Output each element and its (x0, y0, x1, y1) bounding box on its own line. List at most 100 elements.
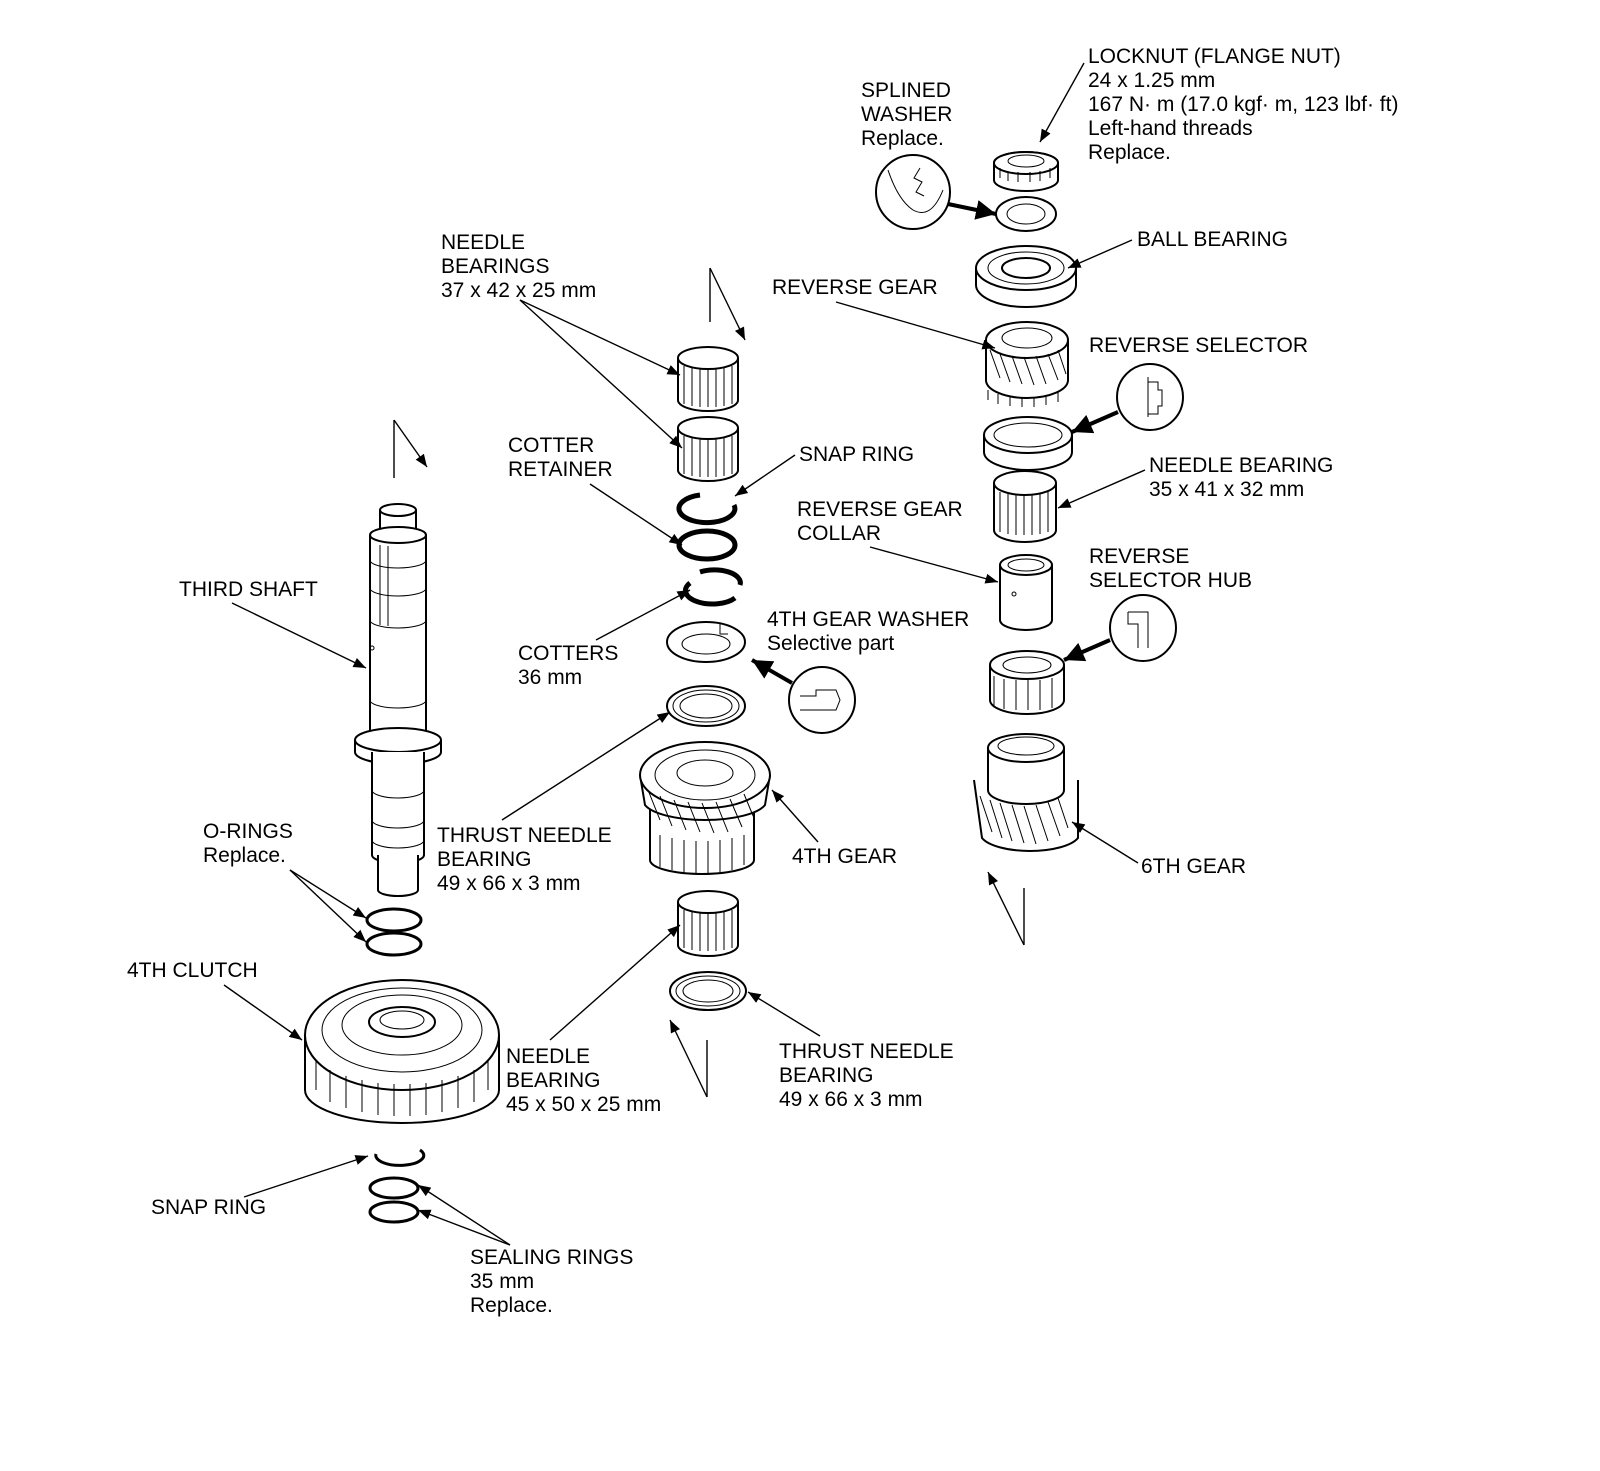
label-splined-washer: SPLINED WASHER Replace. (861, 79, 952, 150)
label-o-rings: O-RINGS Replace. (203, 820, 293, 867)
svg-text:RETAINER: RETAINER (508, 458, 613, 481)
fourth-gear-part (639, 741, 771, 875)
leader-splined-washer-detail (947, 200, 997, 220)
svg-text:45 x 50 x 25 mm: 45 x 50 x 25 mm (506, 1093, 661, 1116)
label-reverse-selector: REVERSE SELECTOR (1089, 334, 1308, 357)
needle-bearing-bottom-part (677, 890, 739, 957)
svg-text:4TH GEAR WASHER: 4TH GEAR WASHER (767, 608, 969, 631)
svg-text:37 x 42 x 25 mm: 37 x 42 x 25 mm (441, 279, 596, 302)
sealing-rings-part (368, 1176, 420, 1224)
leader-needle-bearings-top-2 (519, 299, 683, 449)
leader-needle-bearings-top-1 (519, 299, 681, 376)
label-line: 4TH GEAR WASHER (767, 608, 969, 631)
label-line: COLLAR (797, 522, 881, 545)
label-line: BEARINGS (441, 255, 550, 278)
label-reverse-selector-hub: REVERSE SELECTOR HUB (1089, 545, 1252, 592)
label-line: 49 x 66 x 3 mm (437, 872, 581, 895)
label-line: Selective part (767, 632, 894, 655)
svg-text:O-RINGS: O-RINGS (203, 820, 293, 843)
label-fourth-gear-washer: 4TH GEAR WASHER Selective part (767, 608, 969, 655)
svg-text:4TH GEAR: 4TH GEAR (792, 845, 897, 868)
label-sealing-rings: SEALING RINGS 35 mm Replace. (470, 1246, 633, 1317)
label-line: Replace. (203, 844, 286, 867)
svg-text:Replace.: Replace. (470, 1294, 553, 1317)
label-line: BALL BEARING (1137, 228, 1288, 251)
svg-text:BALL BEARING: BALL BEARING (1137, 228, 1288, 251)
label-sixth-gear: 6TH GEAR (1141, 855, 1246, 878)
leader-o-rings-2 (289, 869, 367, 943)
svg-text:THRUST NEEDLE: THRUST NEEDLE (437, 824, 612, 847)
svg-text:BEARING: BEARING (779, 1064, 874, 1087)
ball-bearing-part (975, 245, 1077, 308)
sixth-gear-part (973, 733, 1079, 852)
label-line: THRUST NEEDLE (779, 1040, 954, 1063)
svg-text:LOCKNUT (FLANGE NUT): LOCKNUT (FLANGE NUT) (1088, 45, 1341, 68)
svg-text:4TH CLUTCH: 4TH CLUTCH (127, 959, 258, 982)
svg-text:49 x 66 x 3 mm: 49 x 66 x 3 mm (779, 1088, 923, 1111)
leader-fourth-gear-washer-detail (751, 658, 793, 685)
reverse-selector-part (983, 416, 1073, 471)
svg-text:REVERSE SELECTOR: REVERSE SELECTOR (1089, 334, 1308, 357)
needle-bearing-upper-2-part (677, 416, 739, 482)
svg-text:Replace.: Replace. (1088, 141, 1171, 164)
svg-text:SNAP RING: SNAP RING (151, 1196, 266, 1219)
splined-washer-part (995, 196, 1057, 232)
svg-text:SEALING RINGS: SEALING RINGS (470, 1246, 633, 1269)
svg-text:6TH GEAR: 6TH GEAR (1141, 855, 1246, 878)
label-line: 36 mm (518, 666, 582, 689)
label-cotters: COTTERS 36 mm (518, 642, 618, 689)
label-line: REVERSE (1089, 545, 1189, 568)
label-line: 49 x 66 x 3 mm (779, 1088, 923, 1111)
o-rings-part (365, 907, 423, 957)
fourth-gear-washer-detail-circle (788, 666, 856, 734)
label-line: WASHER (861, 103, 952, 126)
svg-text:Left-hand threads: Left-hand threads (1088, 117, 1253, 140)
label-line: Replace. (1088, 141, 1171, 164)
label-cotter-retainer: COTTER RETAINER (508, 434, 613, 481)
cotter-retainer-part (676, 528, 738, 562)
label-line: 35 mm (470, 1270, 534, 1293)
svg-text:BEARING: BEARING (437, 848, 532, 871)
label-line: 4TH CLUTCH (127, 959, 258, 982)
fourth-gear-washer-part (666, 621, 746, 663)
label-line: 35 x 41 x 32 mm (1149, 478, 1304, 501)
direction-arrow-middle-bottom (669, 1019, 708, 1098)
svg-text:THRUST NEEDLE: THRUST NEEDLE (779, 1040, 954, 1063)
label-line: 24 x 1.25 mm (1088, 69, 1215, 92)
label-snap-ring-bottom: SNAP RING (151, 1196, 266, 1219)
label-fourth-clutch: 4TH CLUTCH (127, 959, 258, 982)
label-snap-ring-top: SNAP RING (799, 443, 914, 466)
svg-text:BEARINGS: BEARINGS (441, 255, 550, 278)
thrust-needle-bearing-top-part (666, 685, 746, 727)
leader-lines (223, 62, 1146, 1246)
label-line: COTTERS (518, 642, 618, 665)
label-ball-bearing: BALL BEARING (1137, 228, 1288, 251)
label-line: NEEDLE (506, 1045, 590, 1068)
label-line: BEARING (779, 1064, 874, 1087)
svg-text:35 mm: 35 mm (470, 1270, 534, 1293)
leader-reverse-gear-collar (869, 546, 999, 584)
leader-o-rings-1 (289, 869, 367, 919)
reverse-gear-part (985, 321, 1069, 407)
leader-needle-bearing-bottom (549, 924, 681, 1041)
svg-text:BEARING: BEARING (506, 1069, 601, 1092)
reverse-selector-hub-detail-circle (1109, 594, 1177, 662)
leader-thrust-needle-bearing-bottom (747, 991, 821, 1037)
label-line: BEARING (506, 1069, 601, 1092)
label-line: SNAP RING (799, 443, 914, 466)
svg-text:SNAP RING: SNAP RING (799, 443, 914, 466)
splined-washer-detail-circle (875, 154, 951, 230)
label-third-shaft: THIRD SHAFT (179, 578, 318, 601)
label-line: REVERSE SELECTOR (1089, 334, 1308, 357)
leader-reverse-selector-detail (1071, 410, 1119, 434)
reverse-selector-hub-part (989, 650, 1065, 715)
label-line: THRUST NEEDLE (437, 824, 612, 847)
svg-text:COTTERS: COTTERS (518, 642, 618, 665)
fourth-clutch-part (304, 979, 500, 1124)
svg-text:Replace.: Replace. (203, 844, 286, 867)
direction-arrow-right-bottom (987, 871, 1025, 946)
svg-text:Selective part: Selective part (767, 632, 894, 655)
label-line: Replace. (470, 1294, 553, 1317)
label-locknut: LOCKNUT (FLANGE NUT) 24 x 1.25 mm 167 N·… (1088, 45, 1398, 164)
svg-text:COLLAR: COLLAR (797, 522, 881, 545)
